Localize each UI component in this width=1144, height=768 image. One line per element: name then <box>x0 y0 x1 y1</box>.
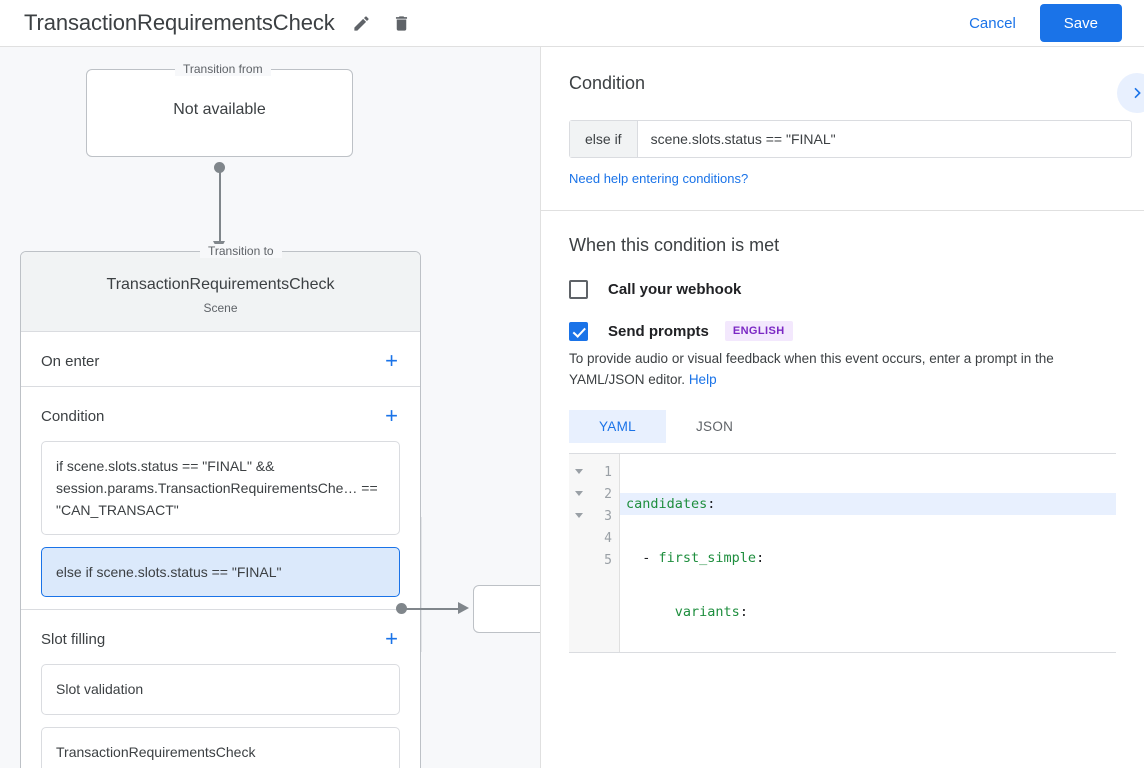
panel-heading-when-met: When this condition is met <box>569 235 780 255</box>
gutter-line: 4 <box>569 527 619 549</box>
code-line: - first_simple: <box>620 547 1116 569</box>
line-number: 4 <box>604 530 612 546</box>
connector-line-horizontal <box>402 608 461 610</box>
section-label-on-enter: On enter <box>41 352 100 370</box>
gutter-line: 3 <box>569 505 619 527</box>
panel-heading-condition: Condition <box>569 73 646 93</box>
description-text: To provide audio or visual feedback when… <box>569 351 1054 387</box>
chevron-right-icon[interactable] <box>1117 73 1144 113</box>
webhook-row[interactable]: Call your webhook <box>569 280 1116 299</box>
editor-code-area[interactable]: candidates: - first_simple: variants: - … <box>620 454 1116 652</box>
tab-yaml[interactable]: YAML <box>569 410 666 444</box>
code-line: variants: <box>620 601 1116 623</box>
transition-to-legend: Transition to <box>200 244 282 258</box>
line-number: 2 <box>604 486 612 502</box>
editor-gutter: 1 2 3 4 5 <box>569 454 620 653</box>
editor-format-tabs: YAML JSON <box>569 410 1116 444</box>
panel-section-condition: Condition else if Need help entering con… <box>541 47 1144 211</box>
add-condition-button[interactable]: + <box>385 403 398 428</box>
send-prompts-checkbox[interactable] <box>569 321 588 341</box>
call-webhook-label: Call your webhook <box>608 281 742 298</box>
fold-arrow-icon[interactable] <box>575 513 583 519</box>
connector-dot-right <box>396 603 407 614</box>
code-key: first_simple <box>658 550 757 567</box>
transition-from-value: Not available <box>173 101 266 118</box>
section-header: Condition + <box>21 387 420 441</box>
fold-arrow-icon[interactable] <box>575 491 583 497</box>
condition-input[interactable] <box>637 121 1131 157</box>
yaml-editor[interactable]: 1 2 3 4 5 candidates: - first_simple: va… <box>569 453 1116 654</box>
code-key: candidates <box>626 496 708 513</box>
add-on-enter-button[interactable]: + <box>385 348 398 373</box>
save-button[interactable]: Save <box>1039 4 1122 42</box>
code-line: candidates: <box>620 493 1116 516</box>
transition-from-legend: Transition from <box>175 62 271 76</box>
section-slot-filling: Slot filling + Slot validation Transacti… <box>21 610 420 768</box>
fold-arrow-icon[interactable] <box>575 469 583 475</box>
section-header: Slot filling + <box>21 610 420 664</box>
slot-chip-slot-validation[interactable]: Slot validation <box>41 664 400 715</box>
node-subtitle: Scene <box>203 301 238 315</box>
trash-icon[interactable] <box>389 10 415 36</box>
line-number: 1 <box>604 464 612 480</box>
condition-chip-else-if[interactable]: else if scene.slots.status == "FINAL" <box>41 547 400 598</box>
call-webhook-checkbox[interactable] <box>569 280 588 299</box>
section-header: On enter + <box>21 332 420 386</box>
send-prompts-row[interactable]: Send prompts ENGLISH <box>569 321 1116 341</box>
add-slot-filling-button[interactable]: + <box>385 626 398 652</box>
section-label-condition: Condition <box>41 407 105 425</box>
gutter-line: 2 <box>569 483 619 505</box>
transition-from-box: Transition from Not available <box>86 62 353 157</box>
pencil-icon[interactable] <box>349 10 375 36</box>
code-colon: : <box>739 604 748 621</box>
app-header: TransactionRequirementsCheck Cancel Save <box>0 0 1144 47</box>
send-prompts-label: Send prompts <box>608 322 709 340</box>
section-label-slot-filling: Slot filling <box>41 630 106 648</box>
line-number: 3 <box>604 508 612 524</box>
code-indent: - <box>626 550 659 567</box>
help-link[interactable]: Help <box>688 371 717 387</box>
gutter-line: 1 <box>569 461 619 483</box>
cancel-button[interactable]: Cancel <box>959 7 1026 40</box>
flow-canvas[interactable]: Transition from Not available Transition… <box>0 47 540 768</box>
canvas-divider-line <box>421 517 422 652</box>
code-colon: : <box>707 496 716 513</box>
condition-input-row: else if <box>569 120 1132 158</box>
tab-json[interactable]: JSON <box>695 419 734 435</box>
section-condition: Condition + if scene.slots.status == "FI… <box>21 387 420 611</box>
code-indent <box>626 604 675 620</box>
node-title: TransactionRequirementsCheck <box>106 276 335 293</box>
condition-prefix-label: else if <box>570 121 638 157</box>
node-header: TransactionRequirementsCheck Scene <box>21 252 420 332</box>
code-key: variants <box>674 604 740 621</box>
section-on-enter: On enter + <box>21 332 420 387</box>
slot-chip-transaction-requirements-check[interactable]: TransactionRequirementsCheck <box>41 726 400 768</box>
panel-section-when-met: When this condition is met Call your web… <box>541 211 1144 675</box>
target-node-box[interactable] <box>473 585 540 633</box>
line-number: 5 <box>604 552 612 568</box>
send-prompts-description: To provide audio or visual feedback when… <box>569 349 1116 390</box>
condition-help-link[interactable]: Need help entering conditions? <box>569 171 749 186</box>
page-title: TransactionRequirementsCheck <box>24 10 335 35</box>
connector-arrow-right <box>458 602 469 614</box>
connector-line-vertical <box>219 167 221 245</box>
details-panel: Condition else if Need help entering con… <box>540 47 1144 768</box>
transition-to-node[interactable]: Transition to TransactionRequirementsChe… <box>20 244 421 768</box>
condition-chip-if[interactable]: if scene.slots.status == "FINAL" && sess… <box>41 441 400 536</box>
code-colon: : <box>756 550 765 567</box>
language-badge: ENGLISH <box>724 321 793 341</box>
gutter-line: 5 <box>569 549 619 571</box>
